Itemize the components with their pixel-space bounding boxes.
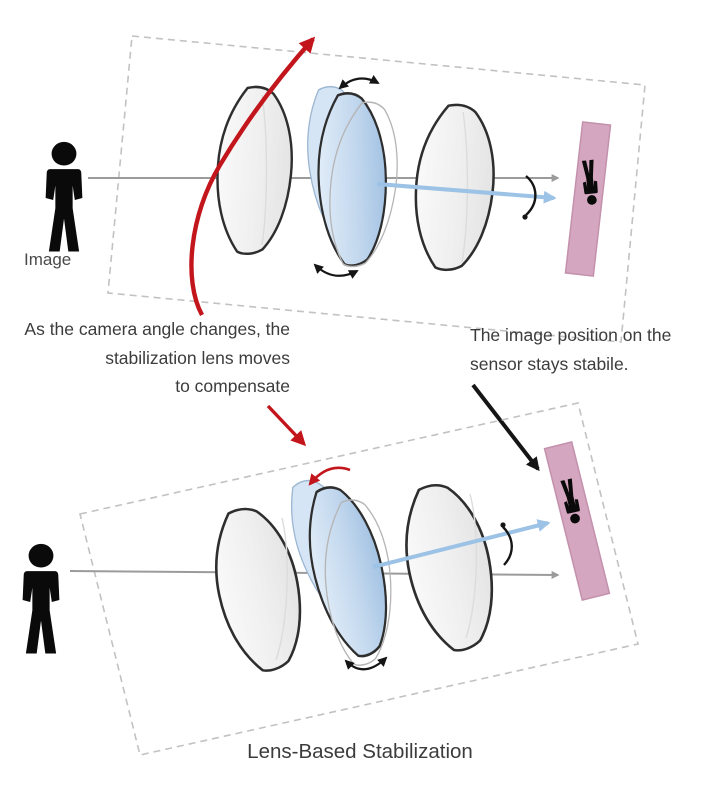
- sensor-stable-annotation: The image position on the sensor stays s…: [470, 325, 672, 374]
- red-rotation-arrow: [189, 36, 316, 317]
- bottom-diagram: [22, 402, 639, 756]
- camera-angle-annotation: As the camera angle changes, the stabili…: [24, 319, 290, 396]
- stabilized-ray-arrow: [372, 519, 551, 569]
- rear-lens: [391, 475, 508, 659]
- angle-arc-icon: [522, 175, 537, 220]
- angle-arc-icon: [500, 522, 513, 566]
- black-callout-arrow: [471, 383, 540, 472]
- stabilization-lens-group: [271, 466, 403, 671]
- stabilization-lens: [314, 90, 391, 269]
- rotation-arc-top-icon: [338, 75, 380, 90]
- rotation-arc-bottom-icon: [344, 656, 388, 671]
- stabilized-ray-arrow: [376, 182, 557, 204]
- person-icon: [22, 543, 60, 654]
- diagram-title: Lens-Based Stabilization: [247, 740, 473, 763]
- image-label: Image: [24, 250, 72, 269]
- sensor: [564, 121, 612, 277]
- top-diagram: [45, 35, 646, 343]
- rotation-arc-bottom-icon: [313, 263, 359, 279]
- red-callout-arrow: [266, 404, 307, 447]
- person-icon: [45, 141, 83, 252]
- front-lens: [210, 83, 299, 258]
- red-rotation-arc-icon: [308, 466, 351, 486]
- front-lens: [201, 499, 316, 679]
- camera-body-outline: [107, 35, 646, 343]
- stabilization-lens-group: [296, 75, 407, 279]
- sensor: [543, 441, 611, 601]
- tilted-camera-body-outline: [79, 402, 639, 756]
- rear-lens: [407, 100, 502, 275]
